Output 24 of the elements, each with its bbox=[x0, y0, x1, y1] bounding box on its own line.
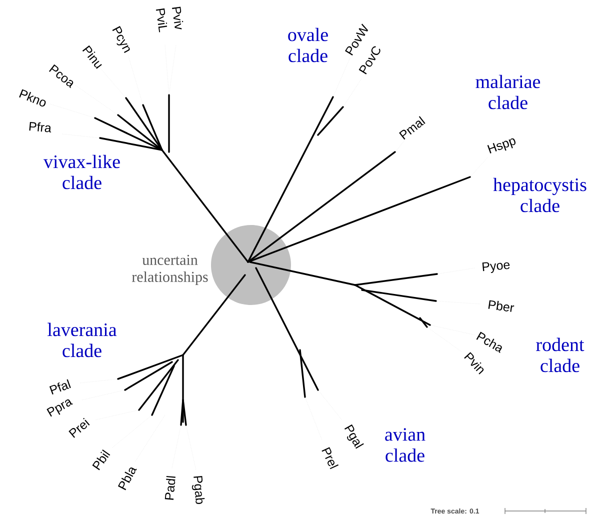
species-label: Pkno bbox=[19, 89, 46, 107]
species-label: PviL bbox=[156, 8, 168, 32]
clade-label: ovale clade bbox=[288, 28, 328, 62]
shaded-circle bbox=[211, 224, 291, 305]
species-label: Ppra bbox=[46, 399, 73, 417]
species-label: Pcyn bbox=[112, 26, 130, 53]
species-label: Pber bbox=[488, 300, 514, 312]
species-label: Pfra bbox=[29, 122, 52, 132]
species-label: Pfal bbox=[49, 379, 71, 395]
clade-label: vivax-like clade bbox=[44, 154, 120, 190]
clade-label: avian clade bbox=[385, 428, 426, 462]
species-label: Pbla bbox=[118, 467, 137, 490]
clade-label: rodent clade bbox=[536, 338, 584, 372]
species-label: Pviv bbox=[172, 6, 184, 30]
species-label: Pyoe bbox=[482, 262, 510, 273]
species-label: Pbil bbox=[92, 449, 110, 470]
species-label: Hspp bbox=[487, 138, 516, 154]
species-label: Padl bbox=[164, 476, 176, 500]
species-label: Prei bbox=[68, 418, 90, 438]
clade-label: malariae clade bbox=[476, 74, 540, 110]
species-label: Pgab bbox=[192, 476, 205, 504]
clade-label: laverania clade bbox=[48, 322, 117, 358]
species-label: Prel bbox=[322, 447, 338, 470]
clade-label: hepatocystis clade bbox=[493, 178, 586, 212]
